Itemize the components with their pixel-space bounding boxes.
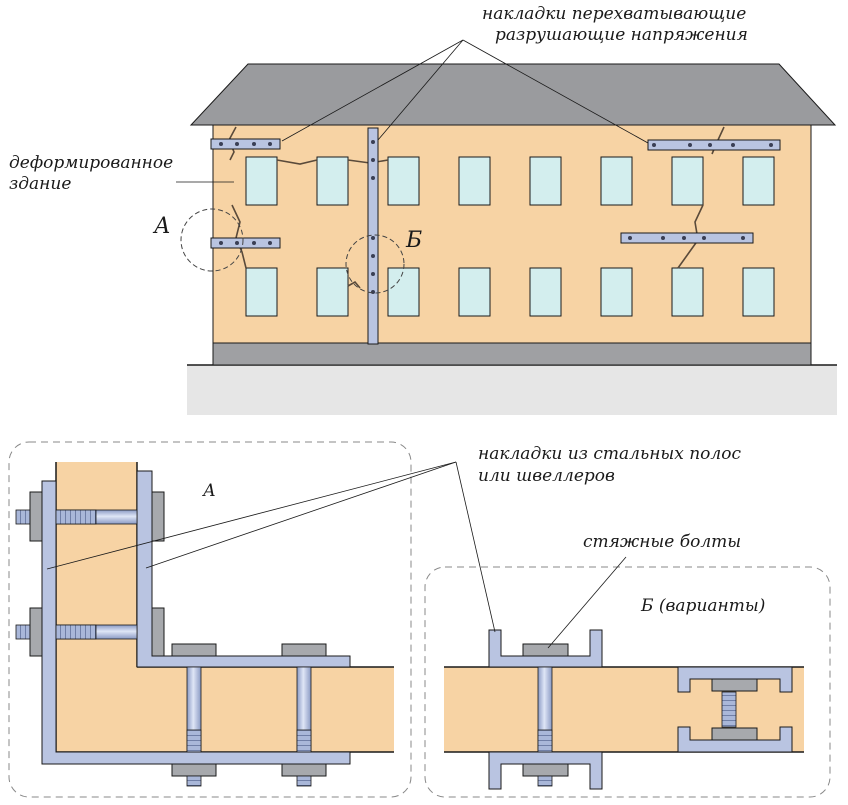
bottom-callout-line1: накладки из стальных полос: [478, 444, 741, 464]
detail-a: А: [8, 441, 412, 798]
bolt-dot: [219, 241, 223, 245]
window: [245, 156, 278, 206]
bolt-dot: [235, 142, 239, 146]
bolt-dot: [252, 142, 256, 146]
windows-upper-row: [245, 156, 775, 206]
window: [671, 267, 704, 317]
bottom-callout-line2: или швеллеров: [478, 466, 615, 486]
bolt-dot: [682, 236, 686, 240]
bolt-dot: [741, 236, 745, 240]
plinth: [212, 342, 812, 366]
bolt-dot: [235, 241, 239, 245]
bolt-dot: [688, 143, 692, 147]
building: [180, 63, 837, 415]
window: [600, 267, 633, 317]
deformed-label-line1: деформированное: [9, 153, 173, 173]
bolt-dot: [371, 140, 375, 144]
mark-b: Б: [405, 228, 422, 253]
window: [458, 156, 491, 206]
plate-horizontal: [210, 138, 281, 150]
bolt-dot: [708, 143, 712, 147]
top-callout-line1: накладки перехватывающие: [482, 4, 746, 24]
roof: [189, 63, 837, 126]
plate-horizontal: [647, 139, 781, 151]
bolt-dot: [371, 236, 375, 240]
window: [387, 156, 420, 206]
plate-horizontal: [620, 232, 754, 244]
detail-circle-b: [345, 234, 405, 294]
window: [742, 156, 775, 206]
window: [671, 156, 704, 206]
bolt-dot: [252, 241, 256, 245]
bolt-dot: [769, 143, 773, 147]
detail-a-title: А: [202, 481, 216, 501]
crack: [347, 280, 361, 289]
window: [529, 267, 562, 317]
bolt-dot: [371, 290, 375, 294]
detail-b-embedded-channel-bottom: [677, 726, 793, 753]
detail-b: стяжные болты Б (варианты): [424, 532, 831, 798]
detail-a-bolt-left: [171, 643, 217, 787]
detail-a-wall: [56, 462, 394, 752]
bolt-dot: [702, 236, 706, 240]
ground: [187, 365, 837, 415]
bolt-dot: [268, 142, 272, 146]
bolt-dot: [219, 142, 223, 146]
window: [245, 267, 278, 317]
plate-horizontal: [210, 237, 281, 249]
detail-a-inner-plate: [136, 470, 351, 668]
window: [742, 267, 775, 317]
bolt-dot: [371, 254, 375, 258]
window: [316, 267, 349, 317]
window: [600, 156, 633, 206]
bolt-dot: [371, 158, 375, 162]
detail-b-nut: [522, 763, 569, 777]
detail-b-title: Б (варианты): [640, 596, 765, 616]
mark-a: А: [152, 214, 171, 239]
plate-bolts: [219, 140, 773, 294]
detail-circle-a: [180, 208, 244, 272]
detail-a-outer-plate: [41, 480, 351, 765]
bolt-dot: [268, 241, 272, 245]
window: [529, 156, 562, 206]
detail-b-channel-bottom: [488, 751, 603, 790]
crack: [276, 159, 318, 165]
windows-lower-row: [245, 267, 775, 317]
detail-b-embedded-channel-top: [677, 666, 793, 693]
bolt-dot: [731, 143, 735, 147]
bolt-dot: [371, 272, 375, 276]
window: [316, 156, 349, 206]
detail-b-channel-top: [488, 629, 603, 668]
detail-b-frame: [424, 566, 831, 798]
detail-a-bolt-lower: [15, 607, 165, 657]
top-callout-line2: разрушающие напряжения: [495, 25, 748, 45]
leader-lines-bottom: [46, 461, 627, 649]
bolt-dot: [628, 236, 632, 240]
bolt-dot: [652, 143, 656, 147]
window: [387, 267, 420, 317]
deformed-label-line2: здание: [9, 174, 71, 194]
bolt-dot: [371, 176, 375, 180]
leader-lines-top: [176, 39, 649, 183]
detail-a-bolt-right: [281, 643, 327, 787]
detail-a-bolt-upper: [15, 491, 165, 542]
window: [458, 267, 491, 317]
bolts-label: стяжные болты: [583, 532, 741, 552]
detail-a-frame: [8, 441, 412, 798]
bolt-dot: [661, 236, 665, 240]
detail-b-nut: [522, 643, 569, 657]
